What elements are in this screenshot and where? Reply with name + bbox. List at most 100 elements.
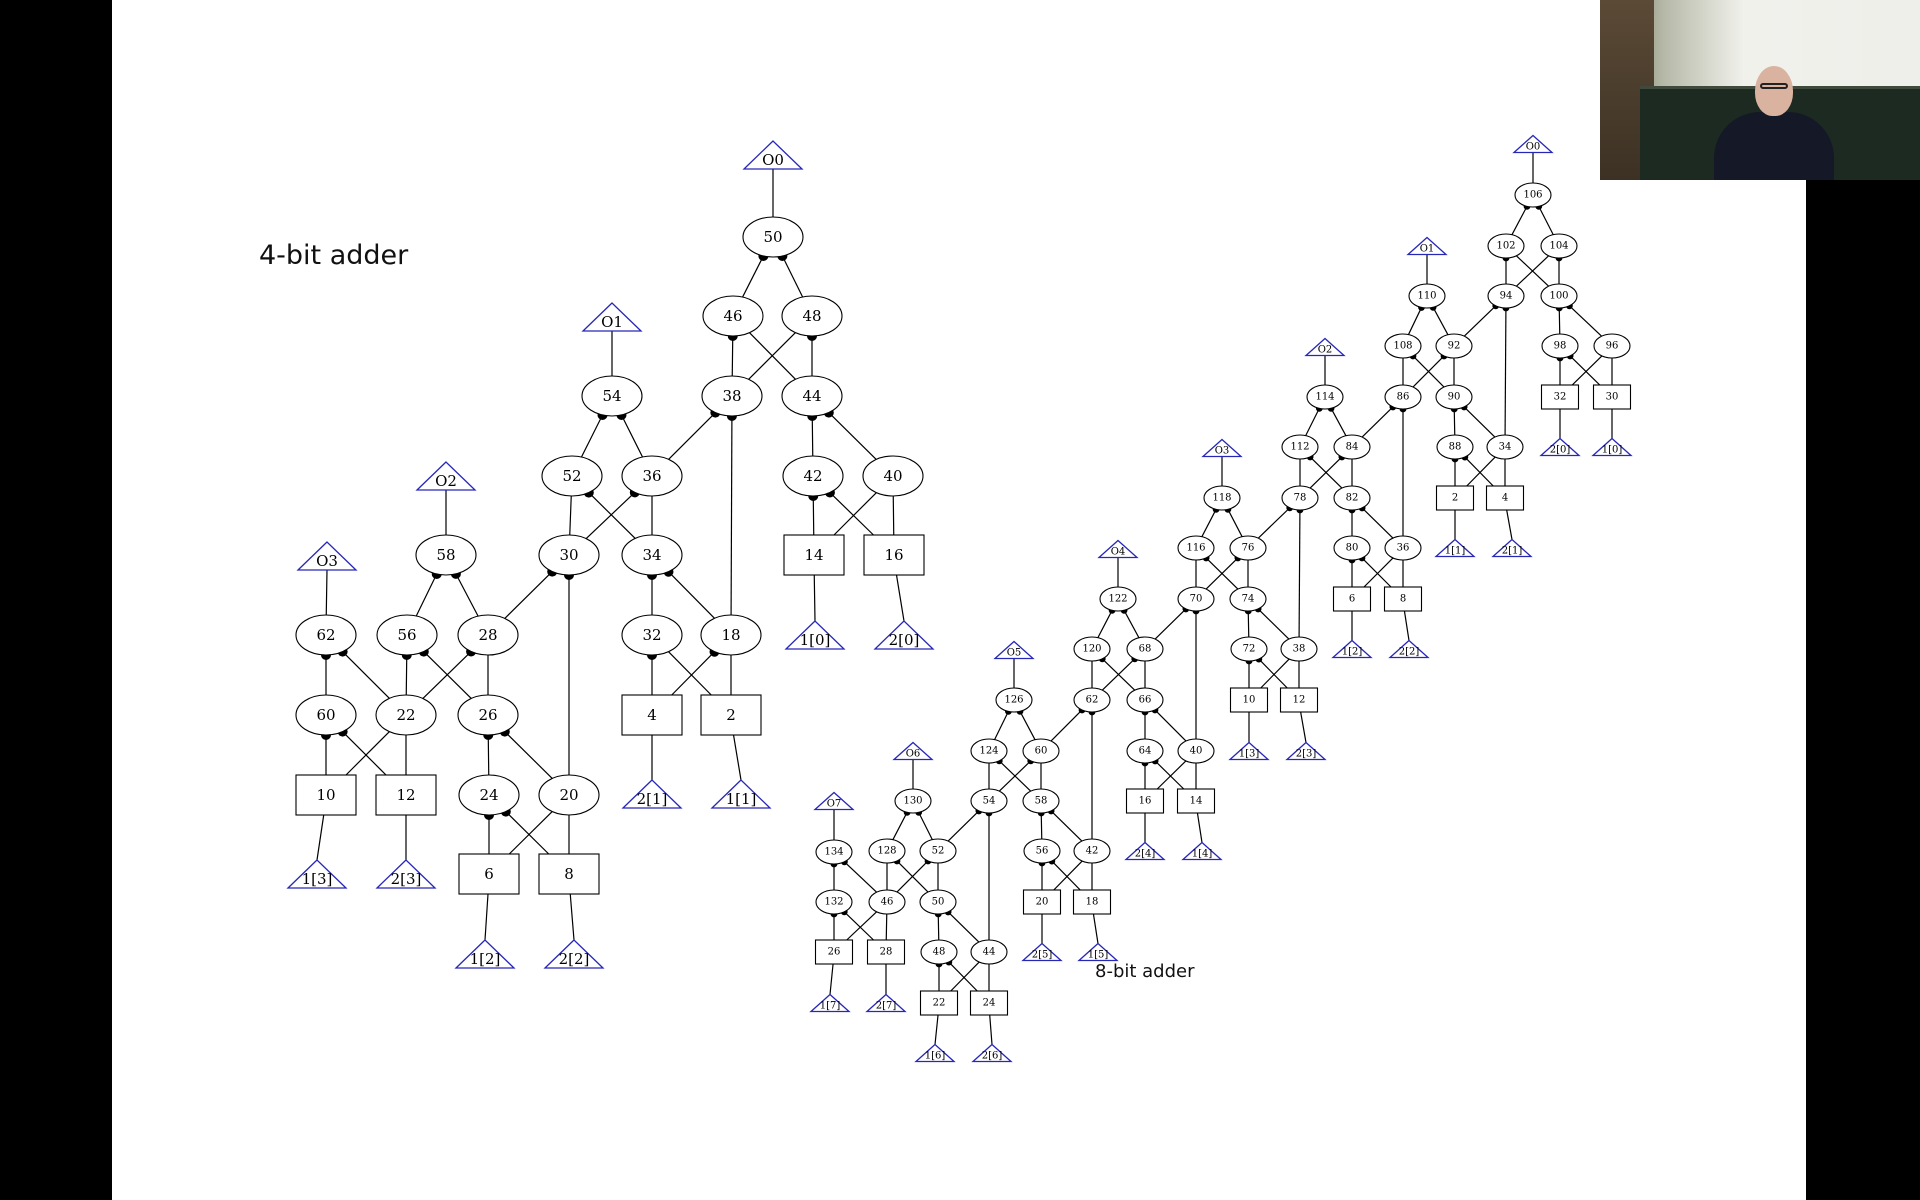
edge-92-to-110 — [1432, 307, 1449, 335]
node-50: 50 — [919, 889, 957, 915]
edge-1-1-to-2 — [732, 734, 742, 781]
node-40: 40 — [862, 455, 924, 497]
node-label: O2 — [435, 472, 457, 490]
edge-16-to-42 — [829, 492, 874, 536]
node-label: 108 — [1393, 341, 1412, 352]
node-label: O0 — [762, 151, 784, 169]
node-18: 18 — [700, 614, 762, 656]
node-28: 28 — [457, 614, 519, 656]
node-28: 28 — [866, 939, 906, 965]
node-label: 4 — [647, 706, 657, 724]
node-74: 74 — [1229, 586, 1267, 612]
node-label: 60 — [1035, 746, 1048, 757]
node-label: 48 — [933, 947, 946, 958]
node-94: 94 — [1487, 283, 1525, 309]
edge-42-to-44 — [811, 415, 814, 457]
node-2-0: 2[0] — [1539, 437, 1581, 457]
edge-124-to-126 — [994, 711, 1009, 740]
edge-42-to-58 — [1050, 810, 1083, 842]
gate-ellipse — [1023, 838, 1061, 864]
node-label: 18 — [1086, 897, 1099, 908]
gate-ellipse — [1408, 283, 1446, 309]
edge-38-to-46 — [731, 335, 734, 377]
node-36: 36 — [1384, 535, 1422, 561]
node-label: 8 — [564, 865, 574, 883]
edge-92-to-94 — [1463, 305, 1497, 337]
node-1-6: 1[6] — [914, 1043, 956, 1063]
edge-2-3-to-12 — [1300, 711, 1307, 743]
node-102: 102 — [1487, 233, 1525, 259]
node-96: 96 — [1593, 333, 1631, 359]
input-box — [621, 694, 683, 736]
edge-86-to-92 — [1412, 355, 1445, 388]
gate-ellipse — [538, 534, 600, 576]
output-triangle — [813, 791, 855, 811]
node-60: 60 — [295, 694, 357, 736]
edge-84-to-114 — [1330, 408, 1347, 436]
edge-12-to-72 — [1258, 658, 1288, 689]
node-label: 8 — [1400, 594, 1406, 605]
edge-22-to-62 — [342, 651, 390, 699]
gate-ellipse — [375, 694, 437, 736]
node-label: 12 — [1293, 695, 1306, 706]
gate-ellipse — [1540, 283, 1578, 309]
node-label: 92 — [1448, 341, 1461, 352]
edge-14-to-40 — [833, 492, 877, 536]
node-label: 64 — [1139, 746, 1152, 757]
node-label: 114 — [1315, 392, 1334, 403]
node-label: O1 — [601, 313, 623, 331]
node-20: 20 — [1022, 889, 1062, 915]
gate-ellipse — [581, 375, 643, 417]
edge-4-to-88 — [1464, 456, 1494, 487]
gate-ellipse — [1593, 333, 1631, 359]
node-118: 118 — [1203, 485, 1241, 511]
node-2-6: 2[6] — [971, 1043, 1013, 1063]
edge-22-to-28 — [422, 651, 472, 699]
node-86: 86 — [1384, 384, 1422, 410]
node-label: 22 — [933, 998, 946, 1009]
node-o3: O3 — [296, 541, 358, 571]
edge-70-to-76 — [1205, 557, 1239, 590]
input-box — [919, 990, 959, 1016]
node-label: 52 — [932, 846, 945, 857]
node-label: 30 — [559, 546, 578, 564]
node-label: 70 — [1190, 594, 1203, 605]
input-box — [1229, 687, 1269, 713]
node-label: 62 — [1086, 695, 1099, 706]
node-106: 106 — [1514, 182, 1552, 208]
edge-40-to-66 — [1154, 709, 1187, 742]
node-1-1: 1[1] — [710, 779, 772, 809]
source-triangle — [914, 1043, 956, 1063]
node-label: 104 — [1549, 241, 1568, 252]
edge-48-to-50 — [781, 255, 804, 298]
gate-ellipse — [457, 694, 519, 736]
node-label: O0 — [1526, 141, 1541, 152]
node-label: 54 — [983, 796, 996, 807]
input-box — [1022, 889, 1062, 915]
node-label: 1[3] — [302, 870, 333, 888]
source-triangle — [1181, 841, 1223, 861]
gate-ellipse — [1073, 636, 1111, 662]
edge-62-to-o3 — [325, 569, 328, 616]
node-label: 120 — [1082, 644, 1101, 655]
gate-ellipse — [1177, 535, 1215, 561]
node-14: 14 — [783, 534, 845, 576]
node-124: 124 — [970, 738, 1008, 764]
edge-6-to-20 — [508, 811, 553, 855]
gate-ellipse — [457, 614, 519, 656]
edge-26-to-46 — [846, 911, 878, 941]
edge-88-to-90 — [1453, 408, 1456, 436]
node-46: 46 — [868, 889, 906, 915]
node-16: 16 — [1125, 788, 1165, 814]
edge-4-to-18 — [671, 651, 715, 696]
node-label: 2[0] — [1550, 444, 1571, 455]
edge-18-to-56 — [1051, 860, 1081, 891]
edge-54-to-60 — [998, 760, 1032, 792]
edge-1-6-to-22 — [934, 1014, 939, 1045]
edge-2-to-32 — [668, 651, 712, 696]
edge-2-2-to-8 — [569, 893, 575, 941]
node-76: 76 — [1229, 535, 1267, 561]
gate-ellipse — [781, 295, 843, 337]
input-box — [700, 694, 762, 736]
node-32: 32 — [1540, 384, 1580, 410]
